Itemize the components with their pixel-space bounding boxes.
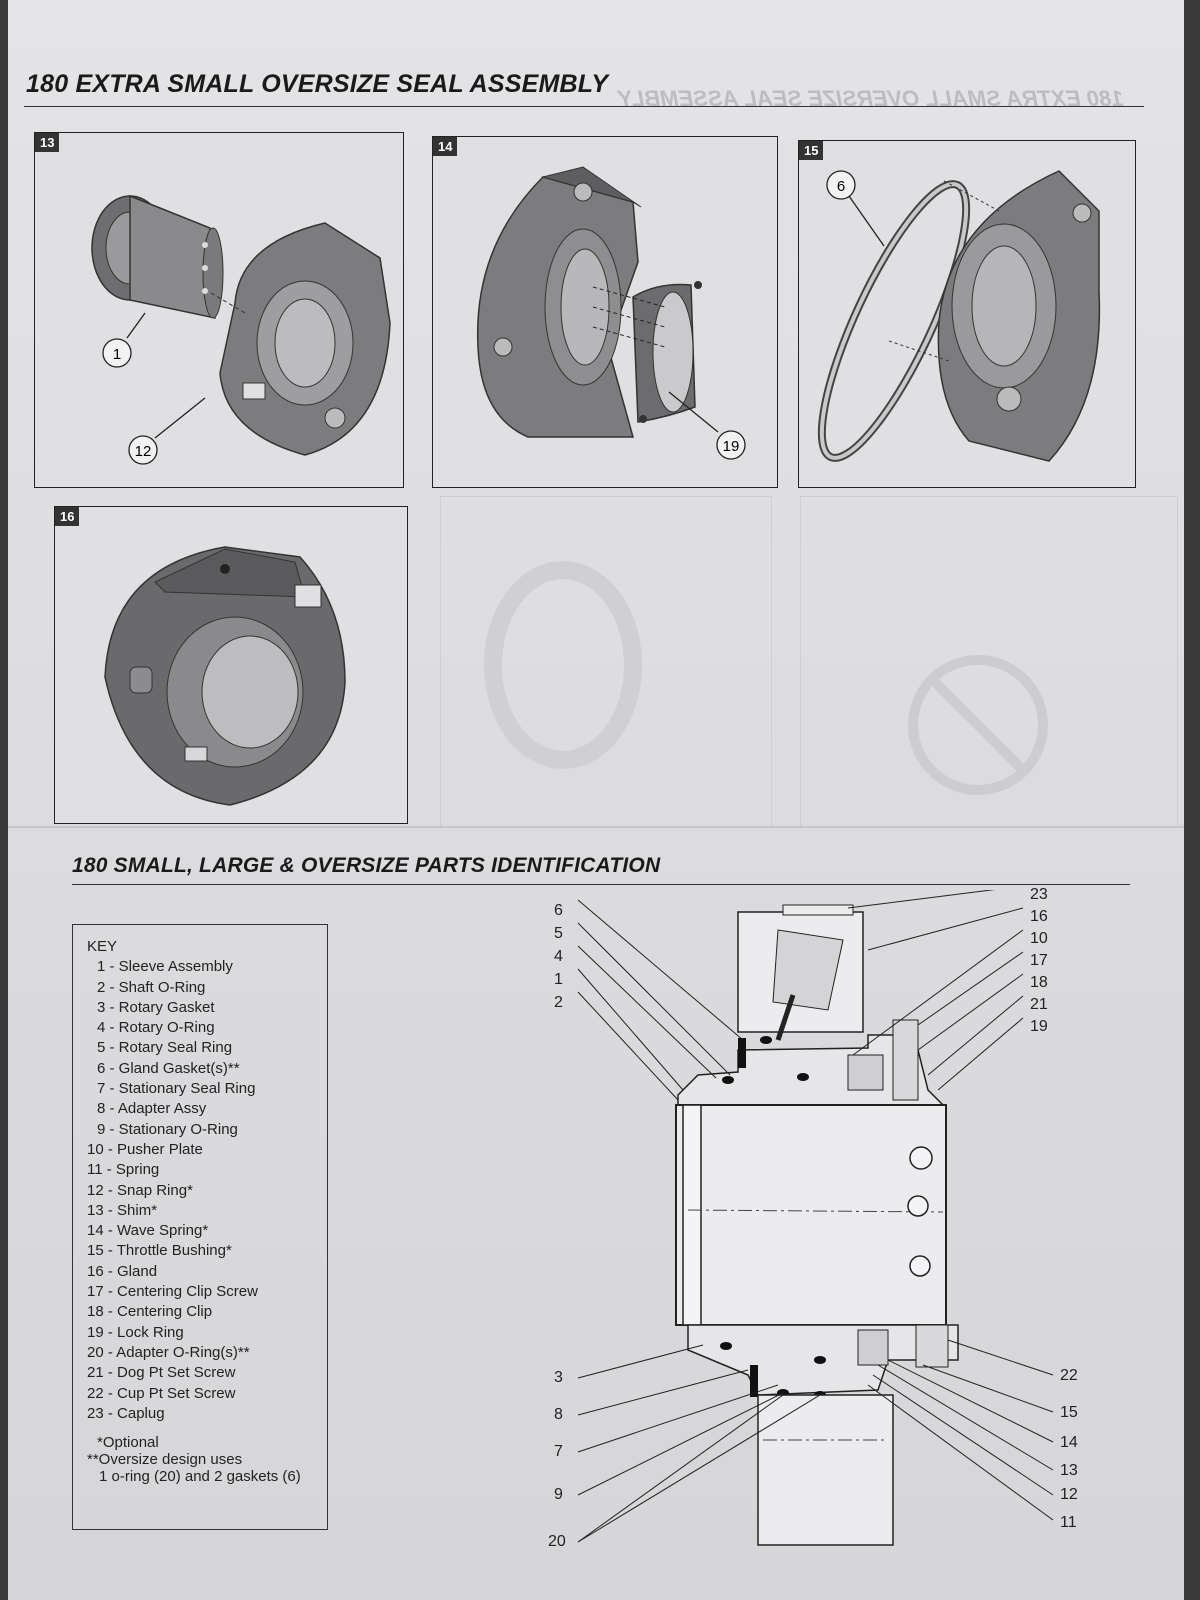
label-2: 2 [554,994,563,1011]
label-3: 3 [554,1369,563,1386]
label-8: 8 [554,1406,563,1423]
key-item: 16 - Gland [87,1262,158,1280]
label-19: 19 [1030,1018,1048,1035]
note-oversize: **Oversize design uses [87,1451,243,1469]
key-list: 1 - Sleeve Assembly 2 - Shaft O-Ring 3 -… [87,957,317,1424]
label-22: 22 [1060,1367,1078,1384]
key-item: 13 - Shim* [87,1201,158,1219]
bleed-through-no-symbol [908,655,1048,795]
step-number: 13 [35,133,60,152]
manual-page: 180 EXTRA SMALL OVERSIZE SEAL ASSEMBLY 1… [8,0,1184,1600]
label-9: 9 [554,1486,563,1503]
key-item: 6 - Gland Gasket(s)** [97,1059,240,1077]
step-number: 15 [799,141,824,160]
title-rule [24,106,1144,107]
label-5: 5 [554,925,563,942]
seal-cross-section-diagram [577,890,1054,1546]
step-16-illustration [104,546,346,806]
key-item: 4 - Rotary O-Ring [97,1019,215,1037]
key-notes: *Optional **Oversize design uses 1 o-rin… [87,1434,317,1485]
key-item: 8 - Adapter Assy [97,1100,207,1118]
note-oversize-detail: 1 o-ring (20) and 2 gaskets (6) [99,1468,301,1486]
label-23: 23 [1030,886,1048,903]
key-item: 10 - Pusher Plate [87,1140,203,1158]
label-20: 20 [548,1533,566,1550]
key-item: 3 - Rotary Gasket [97,998,215,1016]
key-item: 5 - Rotary Seal Ring [97,1039,233,1057]
parts-title: 180 SMALL, LARGE & OVERSIZE PARTS IDENTI… [72,854,661,877]
callout-1: 1 [113,346,121,363]
key-item: 15 - Throttle Bushing* [87,1242,232,1260]
callout-19: 19 [723,438,740,455]
step-15-illustration: 6 [817,170,1101,462]
label-15: 15 [1060,1404,1078,1421]
step-14-illustration: 19 [476,166,746,460]
bleed-through-title: 180 EXTRA SMALL OVERSIZE SEAL ASSEMBLY [618,86,1124,111]
key-item: 7 - Stationary Seal Ring [97,1080,256,1098]
bleed-through-ring [484,561,642,769]
page-fold [8,826,1184,828]
label-10: 10 [1030,930,1048,947]
callout-12: 12 [135,443,152,460]
label-12: 12 [1060,1486,1078,1503]
step-15-panel: 15 6 [798,140,1136,488]
label-16: 16 [1030,908,1048,925]
key-item: 21 - Dog Pt Set Screw [87,1364,236,1382]
label-6: 6 [554,902,563,919]
key-item: 11 - Spring [87,1161,160,1179]
label-13: 13 [1060,1462,1078,1479]
assembly-title: 180 EXTRA SMALL OVERSIZE SEAL ASSEMBLY [26,70,609,98]
label-21: 21 [1030,996,1048,1013]
label-11: 11 [1060,1514,1077,1531]
step-13-panel: 13 1 12 [34,132,404,488]
key-item: 20 - Adapter O-Ring(s)** [87,1343,250,1361]
label-18: 18 [1030,974,1048,991]
step-13-illustration: 1 12 [91,194,391,465]
label-4: 4 [554,948,563,965]
key-item: 22 - Cup Pt Set Screw [87,1384,236,1402]
key-item: 19 - Lock Ring [87,1323,184,1341]
key-item: 14 - Wave Spring* [87,1222,209,1240]
label-14: 14 [1060,1434,1078,1451]
key-item: 1 - Sleeve Assembly [97,958,233,976]
step-number: 16 [55,507,80,526]
label-1: 1 [554,971,563,988]
key-title: KEY [87,938,118,955]
key-item: 12 - Snap Ring* [87,1181,193,1199]
callout-6: 6 [837,178,845,195]
key-item: 2 - Shaft O-Ring [97,978,206,996]
step-number: 14 [433,137,458,156]
note-optional: *Optional [97,1434,159,1452]
label-7: 7 [554,1443,563,1460]
key-item: 23 - Caplug [87,1404,165,1422]
key-item: 9 - Stationary O-Ring [97,1120,238,1138]
parts-key: KEY 1 - Sleeve Assembly 2 - Shaft O-Ring… [72,924,328,1530]
label-17: 17 [1030,952,1048,969]
parts-rule [72,884,1130,885]
key-item: 17 - Centering Clip Screw [87,1283,258,1301]
step-14-panel: 14 19 [432,136,778,488]
key-item: 18 - Centering Clip [87,1303,213,1321]
step-16-panel: 16 [54,506,408,824]
